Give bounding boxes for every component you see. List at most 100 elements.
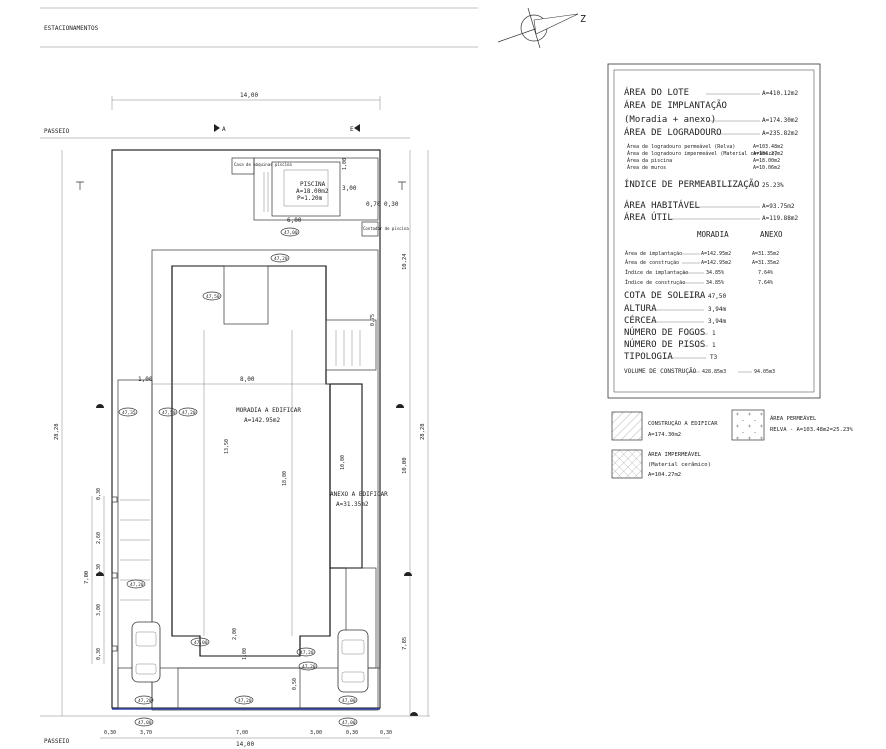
svg-text:10,24: 10,24 (402, 253, 408, 270)
svg-text:18,00: 18,00 (282, 471, 288, 486)
svg-text:PASSEIO: PASSEIO (44, 128, 70, 135)
lamp-icon (396, 404, 404, 408)
svg-text:Índice de implantação: Índice de implantação (625, 268, 688, 276)
svg-text:Índice de construção: Índice de construção (625, 278, 685, 286)
svg-text:A=18.00m2: A=18.00m2 (753, 158, 780, 164)
svg-text:A=142.95m2: A=142.95m2 (701, 251, 731, 257)
dimension-bottom: 14,00 0,30 3,70 7,00 3,00 0,30 0,30 (100, 730, 392, 748)
legend: CONSTRUÇÃO A EDIFICAR A=174.30m2 ÁREA IM… (611, 409, 853, 479)
areas-table: ÁREA DO LOTE A=410.12m2 ÁREA DE IMPLANTA… (607, 63, 821, 399)
svg-text:1,00: 1,00 (138, 376, 153, 383)
svg-text:3,00: 3,00 (310, 730, 322, 736)
svg-text:14,00: 14,00 (236, 741, 254, 748)
car-icon (337, 629, 369, 693)
svg-text:ÁREA DE IMPLANTAÇÃO: ÁREA DE IMPLANTAÇÃO (624, 99, 727, 111)
svg-text:10,00: 10,00 (340, 455, 346, 470)
svg-text:3,70: 3,70 (140, 730, 152, 736)
svg-text:RELVA - A=103.48m2=25.23%: RELVA - A=103.48m2=25.23% (770, 427, 853, 433)
svg-text:A=174.30m2: A=174.30m2 (762, 117, 799, 124)
svg-text:0,70: 0,70 (366, 201, 381, 208)
svg-text:E: E (350, 126, 354, 133)
svg-text:0,30: 0,30 (96, 488, 102, 500)
svg-text:Área de muros: Área de muros (627, 164, 666, 171)
lamp-icon (96, 572, 104, 576)
svg-text:47,20: 47,20 (238, 698, 252, 704)
light-post-icon (76, 181, 84, 190)
svg-text:47,50: 47,50 (708, 293, 726, 300)
svg-text:A=10.06m2: A=10.06m2 (753, 165, 780, 171)
car-icon (131, 621, 161, 683)
svg-text:8,00: 8,00 (240, 376, 255, 383)
svg-text:0,30: 0,30 (104, 730, 116, 736)
svg-text:T3: T3 (710, 354, 718, 361)
svg-text:Área de logradouro impermeável: Área de logradouro impermeável (Material… (627, 150, 778, 157)
svg-text:COTA DE SOLEIRA: COTA DE SOLEIRA (624, 291, 706, 301)
svg-text:CÉRCEA: CÉRCEA (624, 314, 657, 326)
svg-text:7,00: 7,00 (84, 571, 90, 584)
svg-text:ÁREA ÚTIL: ÁREA ÚTIL (624, 211, 673, 223)
svg-text:MORADIA: MORADIA (697, 230, 729, 239)
svg-text:A=104.27m2: A=104.27m2 (753, 151, 783, 157)
svg-text:28,28: 28,28 (54, 423, 60, 440)
lamp-icon (96, 404, 104, 408)
svg-text:0,50: 0,50 (292, 678, 298, 690)
svg-text:NÚMERO DE PISOS: NÚMERO DE PISOS (624, 338, 705, 350)
street-label: ESTACIONAMENTOS (44, 25, 99, 32)
svg-text:34.85%: 34.85% (706, 280, 724, 286)
building-main: MORADIA A EDIFICAR A=142.95m2 (171, 265, 331, 657)
svg-text:14,00: 14,00 (240, 92, 258, 99)
north-label: Z (580, 14, 586, 25)
svg-text:7.64%: 7.64% (758, 280, 773, 286)
dimension-top: 14,00 (111, 92, 381, 110)
svg-text:1: 1 (712, 330, 716, 337)
svg-text:3,00: 3,00 (96, 604, 102, 616)
svg-text:ANEXO A EDIFICAR: ANEXO A EDIFICAR (330, 491, 388, 498)
svg-text:A: A (222, 126, 226, 133)
svg-text:A=142.95m2: A=142.95m2 (244, 417, 281, 424)
passeio-top: PASSEIO A E (40, 124, 410, 139)
svg-text:0,75: 0,75 (370, 314, 376, 326)
pool: PISCINA A=18.00m2 P=1.20m Casa de máquin… (231, 157, 409, 237)
svg-text:0,30: 0,30 (380, 730, 392, 736)
building-annex: ANEXO A EDIFICAR A=31.35m2 (325, 319, 388, 669)
svg-text:A=174.30m2: A=174.30m2 (648, 432, 681, 438)
svg-text:3,94m: 3,94m (708, 318, 726, 325)
svg-text:CONSTRUÇÃO A EDIFICAR: CONSTRUÇÃO A EDIFICAR (648, 420, 718, 427)
svg-text:A=93.75m2: A=93.75m2 (762, 203, 795, 210)
svg-text:0,30: 0,30 (384, 201, 399, 208)
dimension-left: 28,28 7,00 0,30 2,60 0,30 3,00 0,30 (54, 150, 105, 716)
svg-text:2,00: 2,00 (232, 628, 238, 640)
svg-text:25.23%: 25.23% (762, 182, 784, 189)
street-header: ESTACIONAMENTOS (40, 7, 478, 48)
svg-text:7,85: 7,85 (402, 637, 408, 650)
svg-text:Área de implantação: Área de implantação (625, 250, 682, 257)
svg-text:1,00: 1,00 (242, 648, 248, 660)
svg-text:0,30: 0,30 (96, 564, 102, 576)
svg-text:7.64%: 7.64% (758, 270, 773, 276)
svg-text:A=410.12m2: A=410.12m2 (762, 90, 799, 97)
svg-text:A=104.27m2: A=104.27m2 (648, 472, 681, 478)
svg-text:ÁREA HABITÁVEL: ÁREA HABITÁVEL (624, 199, 700, 211)
svg-text:ÁREA IMPERMEÁVEL: ÁREA IMPERMEÁVEL (648, 451, 702, 458)
svg-text:6,00: 6,00 (287, 217, 302, 224)
svg-text:47,00: 47,00 (284, 230, 298, 236)
cut-marker-icon (214, 124, 220, 132)
lamp-icon (404, 572, 412, 576)
svg-text:Área da piscina: Área da piscina (627, 157, 672, 164)
dimension-right: 28,28 10,24 10,00 7,85 (402, 150, 429, 716)
svg-text:3,00: 3,00 (342, 185, 357, 192)
svg-text:Casa de máquinas piscina: Casa de máquinas piscina (234, 162, 292, 167)
svg-text:47,20: 47,20 (274, 256, 288, 262)
lamp-icon (410, 712, 418, 716)
svg-text:PASSEIO: PASSEIO (44, 738, 70, 745)
svg-text:28,28: 28,28 (420, 423, 426, 440)
svg-text:3,94m: 3,94m (708, 306, 726, 313)
svg-text:A=142.95m2: A=142.95m2 (701, 260, 731, 266)
svg-text:(Material cerâmico): (Material cerâmico) (648, 461, 711, 468)
svg-text:10,00: 10,00 (402, 457, 408, 474)
svg-text:A=18.00m2: A=18.00m2 (296, 188, 329, 195)
lot (111, 149, 381, 711)
north-arrow-icon: Z (497, 7, 586, 49)
svg-text:2,60: 2,60 (96, 532, 102, 544)
